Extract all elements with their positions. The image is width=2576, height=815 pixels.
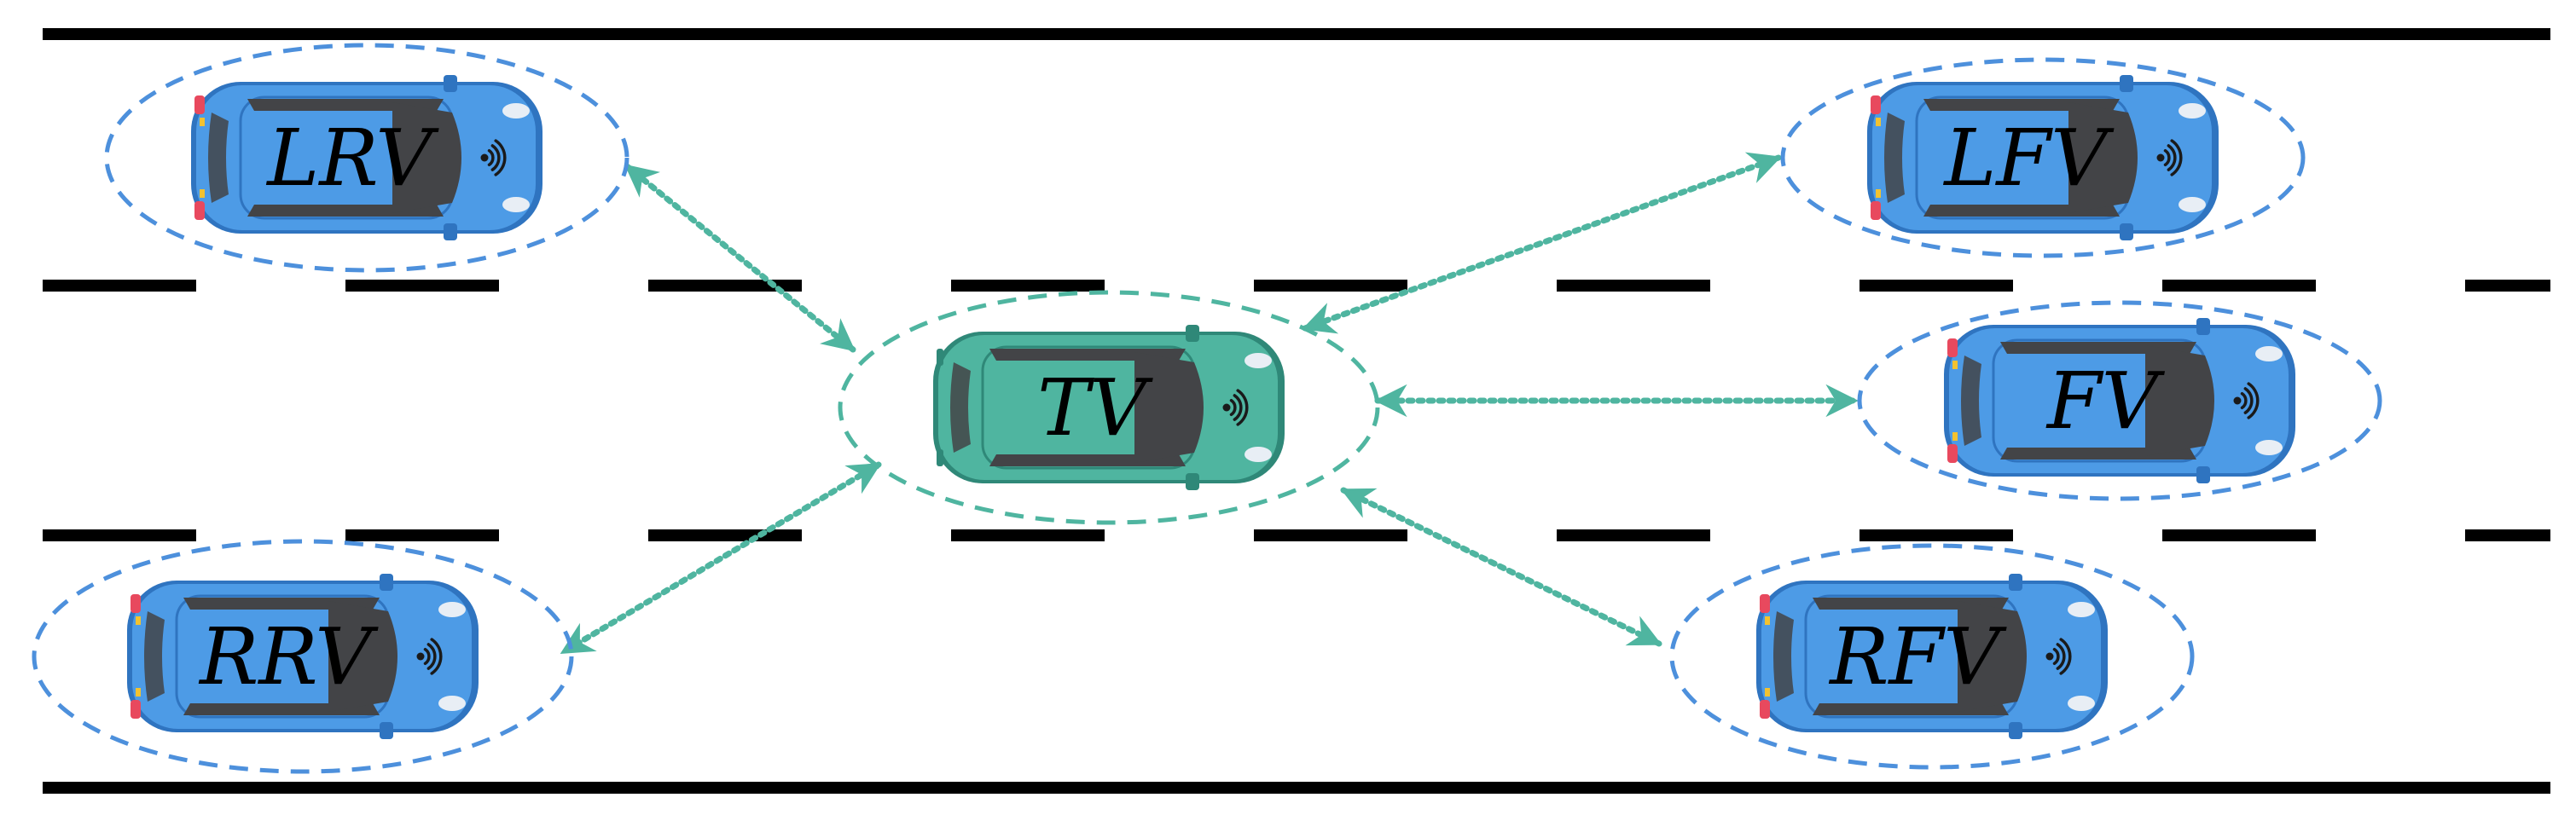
fv-label: FV (2045, 355, 2166, 447)
rrv-label: RRV (198, 611, 379, 702)
rfv-car-icon (1756, 574, 2108, 739)
lfv-car-icon (1867, 75, 2219, 240)
communication-links (560, 152, 1859, 656)
rrv-wireless-signal-icon (416, 638, 443, 675)
vehicles: LRV LFV FV RRV RFV TV (32, 43, 2382, 774)
rrv-car-icon (127, 574, 479, 739)
vehicle-rrv: RRV (32, 539, 574, 774)
rrv-communication-range (32, 539, 574, 774)
lfv-wireless-signal-icon (2156, 139, 2183, 176)
vehicle-lrv: LRV (104, 43, 629, 273)
link-tv-lrv-arrow (624, 163, 856, 353)
lrv-wireless-signal-icon (480, 139, 507, 176)
vehicle-rfv: RFV (1669, 543, 2195, 770)
lfv-communication-range (1780, 57, 2306, 258)
lfv-label: LFV (1942, 113, 2115, 204)
vehicle-tv: TV (838, 290, 1380, 525)
lrv-communication-range (104, 43, 629, 273)
lrv-car-icon (191, 75, 542, 240)
vehicle-fv: FV (1857, 300, 2382, 501)
fv-communication-range (1857, 300, 2382, 501)
link-tv-lfv-arrow (1302, 152, 1782, 334)
fv-car-icon (1944, 318, 2295, 483)
rfv-communication-range (1669, 543, 2195, 770)
lrv-label: LRV (265, 113, 439, 204)
tv-communication-range (838, 290, 1380, 525)
vehicle-lfv: LFV (1780, 57, 2306, 258)
link-tv-rfv-arrow (1340, 487, 1662, 647)
tv-wireless-signal-icon (1222, 389, 1249, 426)
link-tv-rrv-arrow (560, 461, 882, 656)
tv-car-icon (933, 325, 1285, 490)
fv-wireless-signal-icon (2233, 382, 2260, 419)
road (43, 28, 2550, 794)
tv-label: TV (1037, 362, 1153, 454)
rfv-label: RFV (1828, 611, 2007, 702)
rfv-wireless-signal-icon (2045, 638, 2072, 675)
